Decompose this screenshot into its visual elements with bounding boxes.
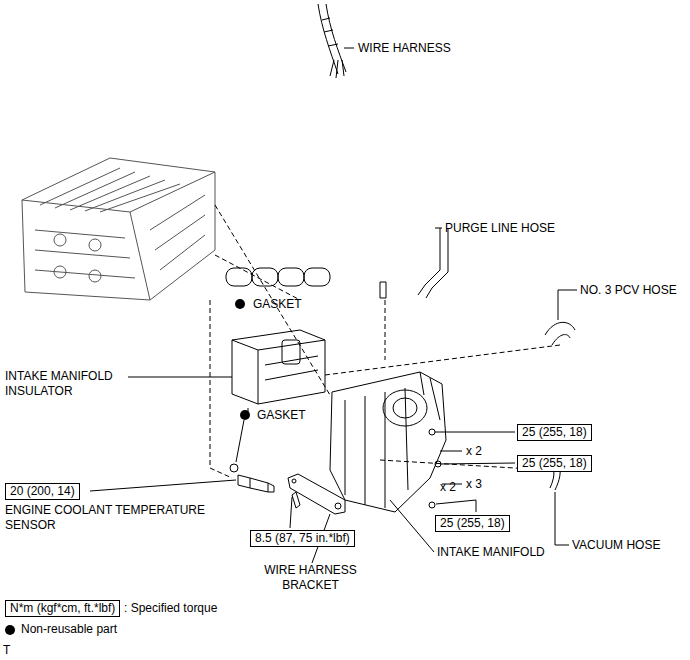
- bracket-drawing: [288, 474, 345, 514]
- insulator-drawing: [232, 330, 325, 404]
- torque-value: 20 (200, 14): [10, 484, 75, 498]
- part-label: NO. 3 PCV HOSE: [580, 283, 677, 298]
- gasket-drawing: [226, 268, 330, 286]
- part-label: VACUUM HOSE: [572, 538, 660, 553]
- part-label: : Specified torque: [124, 601, 217, 616]
- part-label: x 2: [440, 480, 456, 495]
- torque-box: 8.5 (87, 75 in.*lbf): [250, 530, 355, 547]
- part-label: x 2: [466, 444, 482, 459]
- torque-value: 8.5 (87, 75 in.*lbf): [255, 531, 350, 545]
- torque-box: 25 (255, 18): [435, 515, 510, 532]
- torque-box: 20 (200, 14): [5, 483, 80, 500]
- intake-manifold-drawing: [330, 372, 446, 512]
- torque-value: 25 (255, 18): [522, 425, 587, 439]
- leader-lines: [90, 48, 577, 563]
- engine-head-drawing: [22, 158, 215, 300]
- part-label: ENGINE COOLANT TEMPERATURE SENSOR: [5, 503, 210, 533]
- sensor-drawing: [230, 464, 274, 492]
- part-label: WIRE HARNESS BRACKET: [258, 563, 363, 593]
- part-label: WIRE HARNESS: [358, 41, 451, 56]
- legend-dot: [5, 625, 15, 635]
- legend-row: Non-reusable part: [5, 622, 117, 637]
- part-label: PURGE LINE HOSE: [445, 221, 555, 236]
- non-reusable-mark: [235, 299, 245, 309]
- torque-value: 25 (255, 18): [440, 516, 505, 530]
- legend-text: Non-reusable part: [21, 622, 117, 637]
- part-label: T: [3, 643, 10, 658]
- torque-box: N*m (kgf*cm, ft.*lbf): [5, 600, 120, 617]
- torque-box: 25 (255, 18): [517, 424, 592, 441]
- wire-harness-drawing: [318, 4, 346, 78]
- part-label: INTAKE MANIFOLD: [437, 545, 545, 560]
- torque-value: N*m (kgf*cm, ft.*lbf): [10, 601, 115, 615]
- part-label: INTAKE MANIFOLD INSULATOR: [5, 369, 130, 399]
- part-label: x 3: [466, 477, 482, 492]
- hose-drawing: [380, 228, 575, 490]
- torque-box: 25 (255, 18): [517, 455, 592, 472]
- torque-value: 25 (255, 18): [522, 456, 587, 470]
- part-label: GASKET: [257, 408, 306, 423]
- part-label: GASKET: [253, 297, 302, 312]
